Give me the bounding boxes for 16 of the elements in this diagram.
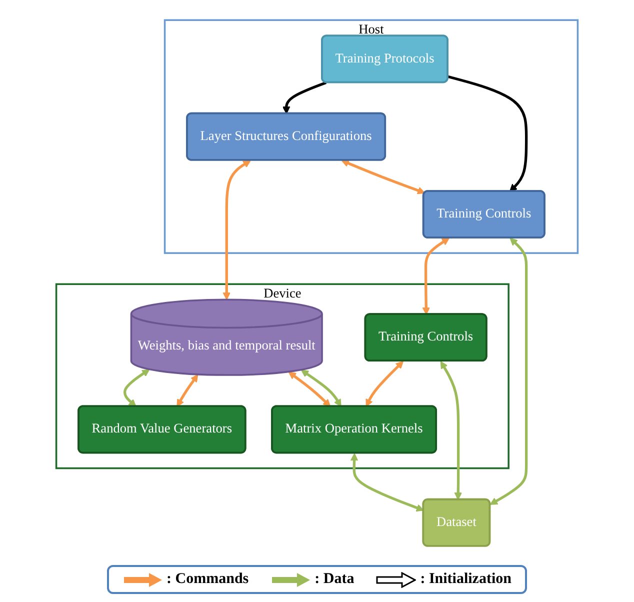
arrow	[440, 360, 462, 500]
legend-label: : Commands	[166, 571, 249, 588]
legend-label: : Initialization	[420, 571, 512, 588]
arrow	[288, 371, 331, 406]
arrow	[176, 374, 198, 406]
arrow	[422, 237, 450, 314]
arrow	[300, 369, 342, 406]
arrow	[282, 80, 327, 114]
arrow	[341, 159, 426, 194]
arrow	[366, 360, 404, 406]
arrow	[490, 237, 528, 504]
arrow	[350, 452, 424, 512]
arrow	[448, 74, 528, 192]
arrow	[222, 160, 251, 300]
legend-label: : Data	[314, 571, 354, 588]
arrow	[123, 368, 150, 406]
